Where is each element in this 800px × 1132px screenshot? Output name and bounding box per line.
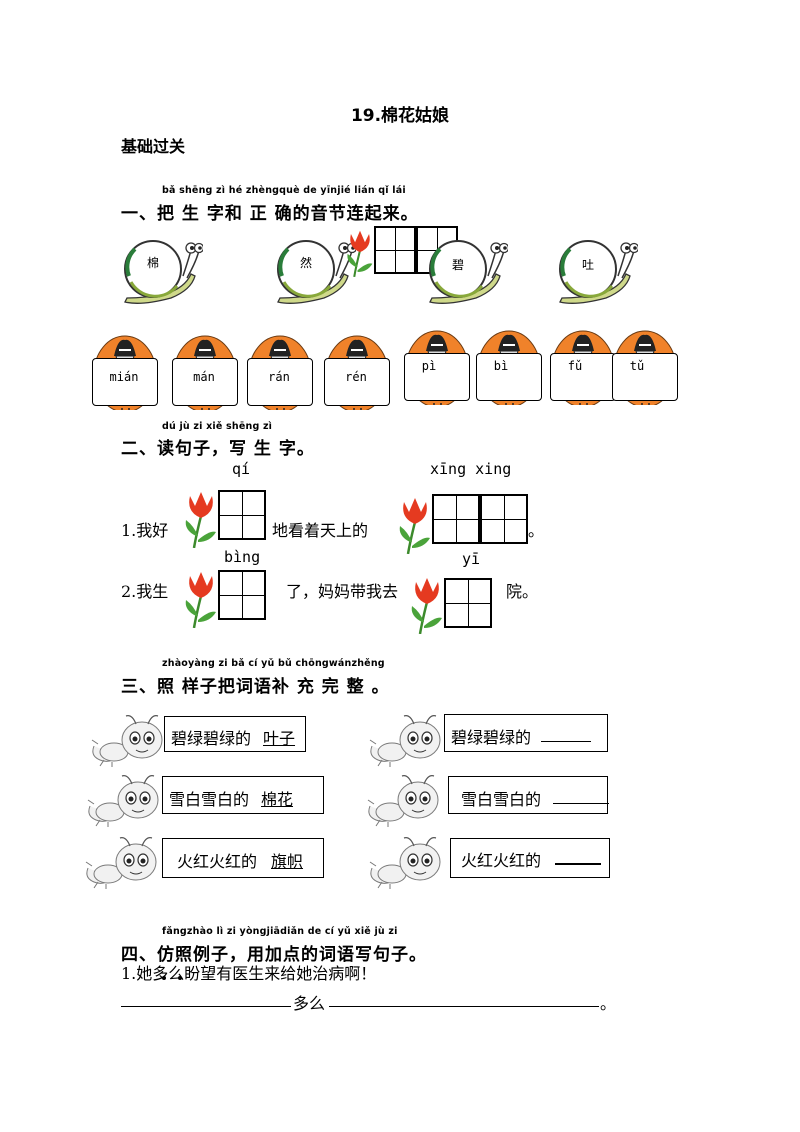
answer-word-box[interactable]: 碧绿碧绿的 bbox=[444, 714, 608, 752]
ant-icon bbox=[366, 772, 446, 828]
sentence-2-prefix: 2.我生 bbox=[121, 582, 169, 601]
pinyin-card-2[interactable]: mán bbox=[172, 330, 238, 410]
pinyin-card-8[interactable]: tǔ bbox=[612, 325, 678, 405]
ant-icon bbox=[368, 712, 448, 768]
pinyin-label: rén bbox=[345, 370, 367, 384]
word-answer: 旗帜 bbox=[271, 852, 304, 871]
pinyin-hint: yī bbox=[462, 550, 481, 568]
word-prefix: 雪白雪白的 bbox=[461, 790, 542, 809]
writing-grid[interactable] bbox=[444, 578, 492, 628]
word-prefix: 火红火红的 bbox=[461, 851, 542, 870]
answer-blank[interactable] bbox=[541, 741, 591, 742]
sentence-1-prefix: 1.我好 bbox=[121, 521, 169, 540]
snail-card-4[interactable]: 吐 bbox=[556, 236, 638, 306]
writing-grid[interactable] bbox=[374, 226, 416, 274]
q2-heading: 二、读句子，写 生 字。 bbox=[121, 439, 315, 459]
writing-grid[interactable] bbox=[432, 494, 480, 544]
pinyin-hint: xīng xing bbox=[430, 460, 512, 478]
ant-icon bbox=[368, 834, 448, 890]
snail-char: 然 bbox=[300, 256, 313, 270]
word-prefix: 碧绿碧绿的 bbox=[451, 728, 532, 747]
answer-blank[interactable] bbox=[555, 863, 601, 865]
snail-card-2[interactable]: 然 bbox=[274, 236, 356, 306]
pinyin-card-4[interactable]: rén bbox=[324, 330, 390, 410]
snail-icon bbox=[121, 236, 203, 306]
ant-icon bbox=[90, 712, 170, 768]
q2-pinyin: dú jù zi xiě shēng zì bbox=[162, 421, 273, 432]
pinyin-card-3[interactable]: rán bbox=[247, 330, 313, 410]
pinyin-card-5[interactable]: pì bbox=[404, 325, 470, 405]
q3-heading: 三、照 样子把词语补 充 完 整 。 bbox=[121, 677, 390, 697]
word-prefix: 碧绿碧绿的 bbox=[171, 729, 252, 748]
writing-grid[interactable] bbox=[218, 570, 266, 620]
snail-card-3[interactable]: 碧 bbox=[426, 236, 508, 306]
tulip-icon bbox=[398, 496, 432, 554]
sentence-2-end: 院。 bbox=[506, 582, 539, 601]
sentence-2-middle: 了，妈妈带我去 bbox=[286, 582, 399, 601]
pinyin-label: pì bbox=[421, 359, 437, 373]
snail-card-1[interactable]: 棉 bbox=[121, 236, 203, 306]
pinyin-label: bì bbox=[493, 359, 509, 373]
example-word-box: 火红火红的旗帜 bbox=[162, 838, 324, 878]
snail-icon bbox=[274, 236, 356, 306]
example-word-box: 雪白雪白的棉花 bbox=[162, 776, 324, 814]
tulip-icon bbox=[184, 570, 218, 628]
pinyin-card-6[interactable]: bì bbox=[476, 325, 542, 405]
pinyin-card-1[interactable]: mián bbox=[92, 330, 158, 410]
pinyin-label: mán bbox=[193, 370, 215, 384]
emphasis-dot bbox=[162, 976, 166, 980]
q1-heading: 一、把 生 字和 正 确的音节连起来。 bbox=[121, 204, 419, 224]
example-sentence: 1.她多么盼望有医生来给她治病啊！ bbox=[121, 964, 377, 983]
pinyin-hint: qí bbox=[232, 460, 251, 478]
ant-icon bbox=[84, 834, 164, 890]
fill-end: 。 bbox=[600, 994, 617, 1013]
word-answer: 叶子 bbox=[263, 729, 296, 748]
tulip-icon bbox=[410, 576, 444, 634]
tulip-icon bbox=[346, 228, 374, 278]
sentence-1-middle: 地看着天上的 bbox=[272, 521, 369, 540]
pinyin-label: tǔ bbox=[629, 359, 645, 373]
writing-grid[interactable] bbox=[480, 494, 528, 544]
fill-blank-right[interactable] bbox=[329, 1006, 599, 1007]
fill-blank-left[interactable] bbox=[121, 1006, 291, 1007]
snail-char: 碧 bbox=[452, 258, 465, 272]
example-word-box: 碧绿碧绿的叶子 bbox=[164, 716, 306, 752]
answer-word-box[interactable]: 火红火红的 bbox=[450, 838, 610, 878]
tulip-icon bbox=[184, 490, 218, 548]
section-label: 基础过关 bbox=[121, 137, 186, 156]
snail-char: 棉 bbox=[147, 256, 160, 270]
q4-pinyin: fǎngzhào lì zi yòngjiādiǎn de cí yǔ xiě … bbox=[162, 926, 398, 937]
q4-heading: 四、仿照例子，用加点的词语写句子。 bbox=[121, 945, 427, 965]
q3-pinyin: zhàoyàng zi bǎ cí yǔ bǔ chōngwánzhěng bbox=[162, 658, 385, 669]
emphasis-dot bbox=[178, 976, 182, 980]
ant-icon bbox=[86, 772, 166, 828]
word-prefix: 雪白雪白的 bbox=[169, 790, 250, 809]
answer-word-box[interactable]: 雪白雪白的 bbox=[448, 776, 609, 814]
snail-icon bbox=[426, 236, 508, 306]
pinyin-label: rán bbox=[268, 370, 290, 384]
snail-char: 吐 bbox=[582, 258, 595, 272]
writing-grid[interactable] bbox=[218, 490, 266, 540]
page-title: 19.棉花姑娘 bbox=[350, 106, 450, 126]
word-answer: 棉花 bbox=[261, 790, 294, 809]
answer-blank[interactable] bbox=[553, 803, 609, 804]
pinyin-label: mián bbox=[109, 370, 139, 384]
pinyin-label: fǔ bbox=[567, 359, 583, 373]
pinyin-hint: bìng bbox=[224, 548, 261, 566]
pinyin-card-7[interactable]: fǔ bbox=[550, 325, 616, 405]
word-prefix: 火红火红的 bbox=[177, 852, 258, 871]
fill-word: 多么 bbox=[293, 994, 326, 1013]
snail-icon bbox=[556, 236, 638, 306]
q1-pinyin: bǎ shēng zì hé zhèngquè de yīnjié lián q… bbox=[162, 185, 406, 196]
sentence-1-end: 。 bbox=[528, 521, 545, 540]
